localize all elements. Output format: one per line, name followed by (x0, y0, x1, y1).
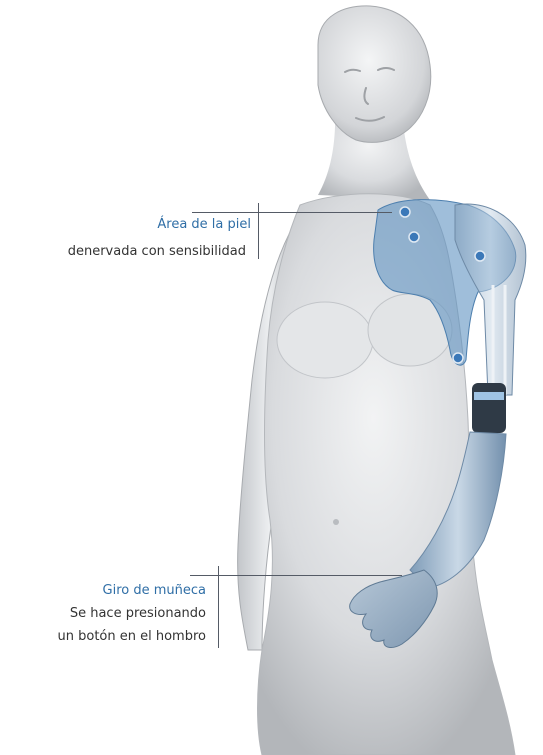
sensor-marker-1 (400, 207, 410, 217)
sensor-marker-2 (409, 232, 419, 242)
skin-callout-text: denervada con sensibilidad (68, 242, 246, 262)
wrist-callout-line-1: Se hace presionando (70, 604, 206, 624)
prosthetic-elbow-band (474, 392, 504, 400)
prosthetic-elbow-joint (472, 383, 506, 433)
wrist-callout-title: Giro de muñeca (103, 581, 206, 601)
head (318, 6, 431, 142)
wrist-callout-leader-horizontal (190, 575, 402, 576)
sensor-marker-4 (453, 353, 463, 363)
sensor-marker-3 (475, 251, 485, 261)
breast-left (277, 302, 373, 378)
wrist-callout-leader-vertical (218, 566, 219, 648)
skin-callout-title: Área de la piel (157, 215, 251, 235)
skin-callout-leader-horizontal (192, 212, 392, 213)
wrist-callout-line-2: un botón en el hombro (58, 627, 206, 647)
skin-callout-leader-vertical (258, 203, 259, 259)
navel (333, 519, 339, 525)
